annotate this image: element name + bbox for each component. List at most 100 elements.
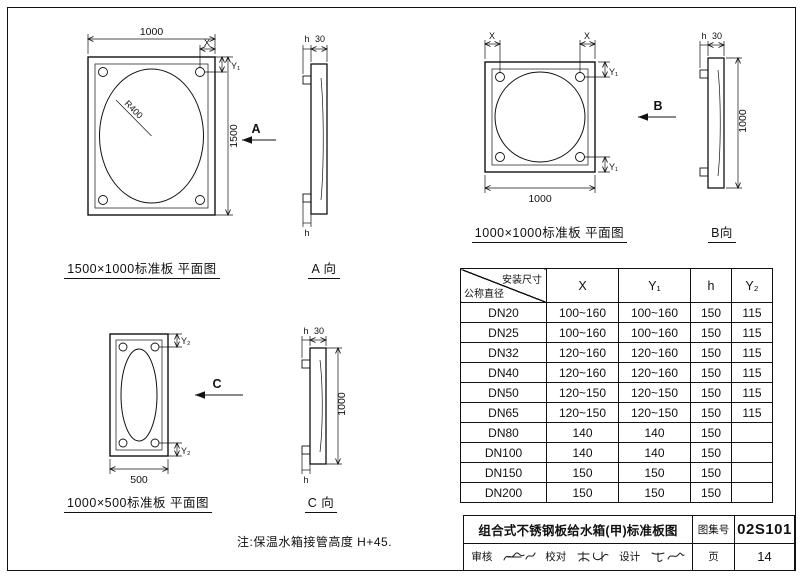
- plan-view-1000x500: Y₂ Y₂ 500 C: [80, 318, 243, 486]
- pressed-dome: [494, 71, 586, 163]
- cell-y2: [731, 462, 773, 483]
- flange-line: [115, 339, 163, 451]
- plate-geometry: [109, 333, 169, 457]
- dimension-lines: [301, 336, 342, 474]
- reviewer-label: 审核: [471, 551, 493, 564]
- col-header-y1: Y₁: [618, 268, 691, 303]
- cell-dn: DN20: [460, 302, 547, 323]
- cell-dn: DN32: [460, 342, 547, 363]
- dimension-lines: [699, 41, 742, 188]
- table-row: DN50 120~150 120~150 150 115: [460, 382, 773, 403]
- table-header-row: 安装尺寸 公称直径 X Y₁ h Y₂: [460, 268, 773, 303]
- cell-h: 150: [690, 302, 732, 323]
- table-row: DN65 120~150 120~150 150 115: [460, 402, 773, 423]
- pressed-dome: [99, 68, 204, 204]
- col-header-y2: Y₂: [731, 268, 773, 303]
- arrow-head: [195, 391, 205, 399]
- section-arrow-a: [242, 136, 276, 144]
- table-body: DN20 100~160 100~160 150 115 DN25 100~16…: [460, 302, 773, 503]
- corner-hole: [98, 195, 108, 205]
- cell-dn: DN25: [460, 322, 547, 343]
- cell-x: 150: [546, 462, 619, 483]
- cell-y2: [731, 442, 773, 463]
- installation-dimensions-table: 安装尺寸 公称直径 X Y₁ h Y₂ DN20 100~160 100~160…: [460, 268, 773, 503]
- cell-y2: 115: [731, 402, 773, 423]
- plan-view-1500x1000: 1000 X Y₁ 1500 R400 A: [18, 26, 276, 256]
- table-row: DN40 120~160 120~160 150 115: [460, 362, 773, 383]
- corner-hole: [495, 152, 505, 162]
- caption-view-c: C 向: [290, 492, 352, 513]
- section-label-c: C: [212, 377, 221, 391]
- side-view-a: h 30 h: [302, 34, 369, 238]
- plate-geometry: [87, 56, 216, 216]
- cell-y1: 150: [618, 482, 691, 503]
- section-label-b: B: [653, 99, 662, 113]
- corner-hole: [150, 438, 160, 448]
- caption-view-b: B向: [696, 222, 748, 243]
- flange-line: [94, 63, 209, 209]
- sheet-border: [7, 7, 796, 571]
- section-geometry: [302, 63, 328, 215]
- dim-x: X: [204, 38, 210, 48]
- table-row: DN32 120~160 120~160 150 115: [460, 342, 773, 363]
- section-geometry: [301, 347, 327, 465]
- caption-plan-1000x500: 1000×500标准板 平面图: [48, 492, 228, 513]
- dim-height-1000: 1000: [336, 392, 348, 416]
- dim-height-1500: 1500: [228, 124, 240, 148]
- cell-y2: 115: [731, 302, 773, 323]
- corner-hole: [118, 438, 128, 448]
- corner-hole: [118, 342, 128, 352]
- dim-width-1000: 1000: [140, 26, 164, 38]
- section-arrow-c: [195, 391, 243, 399]
- radius-leader-line: [115, 99, 152, 137]
- cell-y2: [731, 422, 773, 443]
- dimension-lines: [110, 334, 182, 474]
- dome-section-line: [319, 359, 323, 453]
- plate-section: [707, 57, 725, 189]
- cell-dn: DN100: [460, 442, 547, 463]
- side-view-c: h 30 1000 h: [301, 326, 348, 485]
- cell-h: 150: [690, 442, 732, 463]
- cell-y2: 115: [731, 382, 773, 403]
- side-view-b: h 30 1000: [699, 31, 749, 218]
- caption-plan-1500x1000: 1500×1000标准板 平面图: [52, 258, 232, 279]
- table-corner-cell: 安装尺寸 公称直径: [460, 268, 547, 303]
- cell-dn: DN40: [460, 362, 547, 383]
- cell-x: 120~150: [546, 402, 619, 423]
- cell-x: 140: [546, 422, 619, 443]
- cell-y2: 115: [731, 362, 773, 383]
- plan-view-1000x1000: X X Y₁ Y₁ 1000 B: [462, 31, 676, 205]
- cell-dn: DN50: [460, 382, 547, 403]
- cell-h: 150: [690, 402, 732, 423]
- page-label: 页: [692, 543, 734, 570]
- title-block-row-2: 审核 校对 设计 页 14: [464, 542, 794, 570]
- flange-line: [491, 68, 589, 166]
- plate-outline: [109, 333, 169, 457]
- cell-dn: DN150: [460, 462, 547, 483]
- dim-h-top: h: [701, 31, 706, 41]
- dim-y1-top: Y₁: [609, 67, 618, 77]
- table-row: DN20 100~160 100~160 150 115: [460, 302, 773, 323]
- dim-30: 30: [712, 31, 722, 41]
- plate-section: [310, 63, 328, 215]
- reviewer-signature: [503, 552, 536, 561]
- proofreader-signature: [577, 551, 609, 562]
- pipe-stub: [699, 167, 709, 177]
- cell-x: 120~160: [546, 342, 619, 363]
- dim-h-top: h: [303, 326, 308, 336]
- corner-hole: [98, 67, 108, 77]
- cell-x: 140: [546, 442, 619, 463]
- cell-h: 150: [690, 382, 732, 403]
- cell-h: 150: [690, 342, 732, 363]
- dim-width-500: 500: [130, 474, 148, 486]
- cell-y1: 120~150: [618, 402, 691, 423]
- designer-label: 设计: [619, 551, 641, 564]
- cell-h: 150: [690, 462, 732, 483]
- dim-h-top: h: [304, 34, 309, 44]
- dim-h-bottom: h: [303, 475, 308, 485]
- section-geometry: [699, 57, 725, 189]
- dimension-lines: [485, 40, 610, 193]
- corner-hole: [575, 72, 585, 82]
- dim-r400: R400: [123, 98, 145, 120]
